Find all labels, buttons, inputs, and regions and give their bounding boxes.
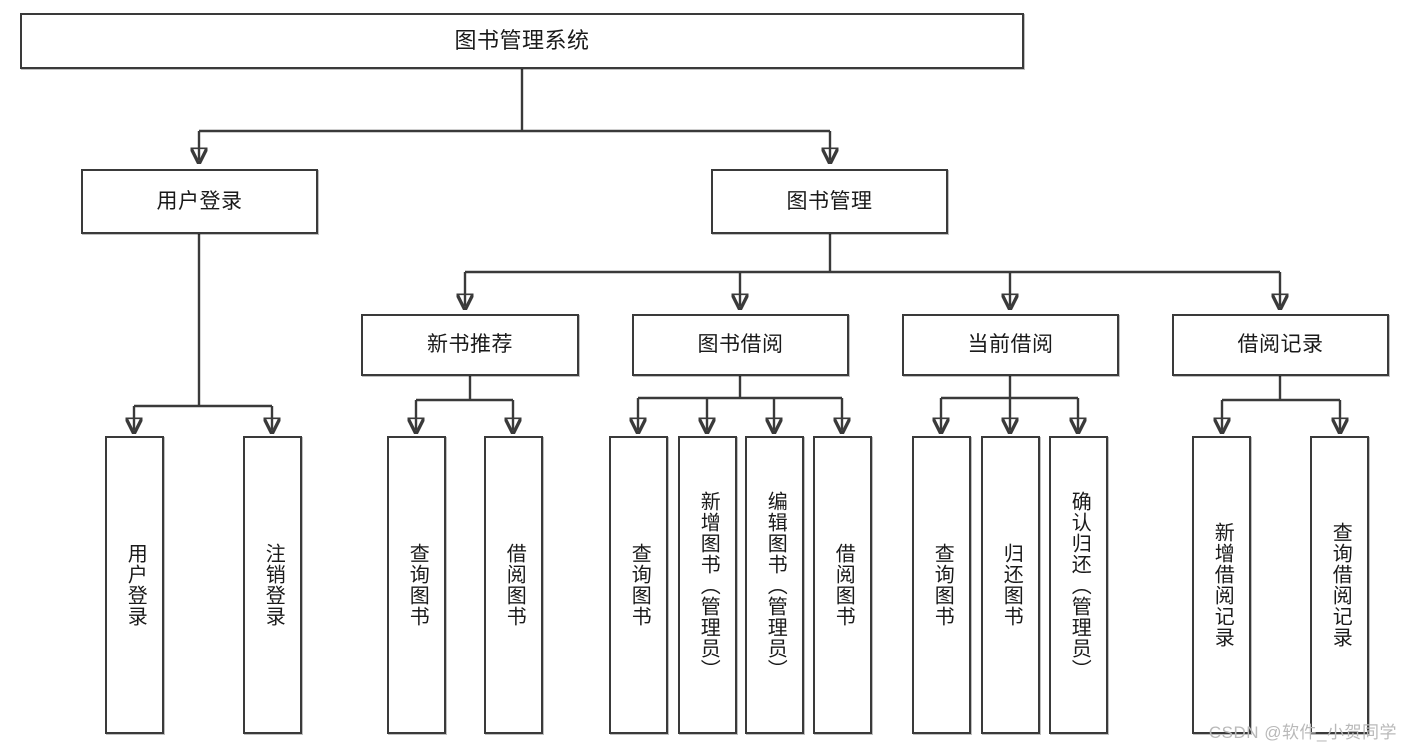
node-label: 查询图书 [406, 543, 429, 627]
node-label: 用户登录 [156, 189, 243, 213]
leaf-confirm-return-admin[interactable]: 确认归还（管理员） [1049, 436, 1108, 734]
node-label: 当前借阅 [967, 333, 1054, 357]
node-label: 注销登录 [262, 543, 285, 627]
leaf-add-borrow-record[interactable]: 新增借阅记录 [1192, 436, 1251, 734]
node-new-book-recommend[interactable]: 新书推荐 [361, 314, 579, 376]
leaf-query-borrow-record[interactable]: 查询借阅记录 [1310, 436, 1369, 734]
node-label: 确认归还（管理员） [1068, 490, 1091, 680]
node-label: 借阅图书 [503, 543, 526, 627]
node-book-borrow[interactable]: 图书借阅 [632, 314, 849, 376]
leaf-add-book-admin[interactable]: 新增图书（管理员） [678, 436, 737, 734]
node-label: 归还图书 [1000, 543, 1023, 627]
node-label: 借阅图书 [832, 543, 855, 627]
leaf-user-login[interactable]: 用户登录 [105, 436, 164, 734]
node-label: 新增借阅记录 [1211, 522, 1234, 648]
leaf-query-book-recommend[interactable]: 查询图书 [387, 436, 446, 734]
node-book-management[interactable]: 图书管理 [711, 169, 948, 234]
node-user-login[interactable]: 用户登录 [81, 169, 318, 234]
node-current-borrow[interactable]: 当前借阅 [902, 314, 1119, 376]
node-label: 编辑图书（管理员） [764, 490, 787, 680]
node-root-book-management-system[interactable]: 图书管理系统 [20, 13, 1024, 69]
node-label: 新增图书（管理员） [697, 490, 720, 680]
node-label: 查询借阅记录 [1329, 522, 1352, 648]
node-label: 图书管理 [786, 189, 873, 213]
node-label: 查询图书 [931, 543, 954, 627]
leaf-edit-book-admin[interactable]: 编辑图书（管理员） [745, 436, 804, 734]
leaf-query-book-borrow[interactable]: 查询图书 [609, 436, 668, 734]
node-borrow-records[interactable]: 借阅记录 [1172, 314, 1389, 376]
node-label: 图书管理系统 [454, 27, 590, 53]
node-label: 新书推荐 [427, 333, 513, 357]
watermark-text: CSDN @软件_小贺同学 [1208, 723, 1397, 742]
node-label: 查询图书 [628, 543, 651, 627]
node-label: 借阅记录 [1237, 333, 1324, 357]
node-label: 图书借阅 [697, 333, 784, 357]
leaf-return-book[interactable]: 归还图书 [981, 436, 1040, 734]
node-label: 用户登录 [124, 543, 147, 627]
leaf-logout[interactable]: 注销登录 [243, 436, 302, 734]
leaf-borrow-book[interactable]: 借阅图书 [813, 436, 872, 734]
leaf-borrow-book-recommend[interactable]: 借阅图书 [484, 436, 543, 734]
leaf-query-book-current[interactable]: 查询图书 [912, 436, 971, 734]
